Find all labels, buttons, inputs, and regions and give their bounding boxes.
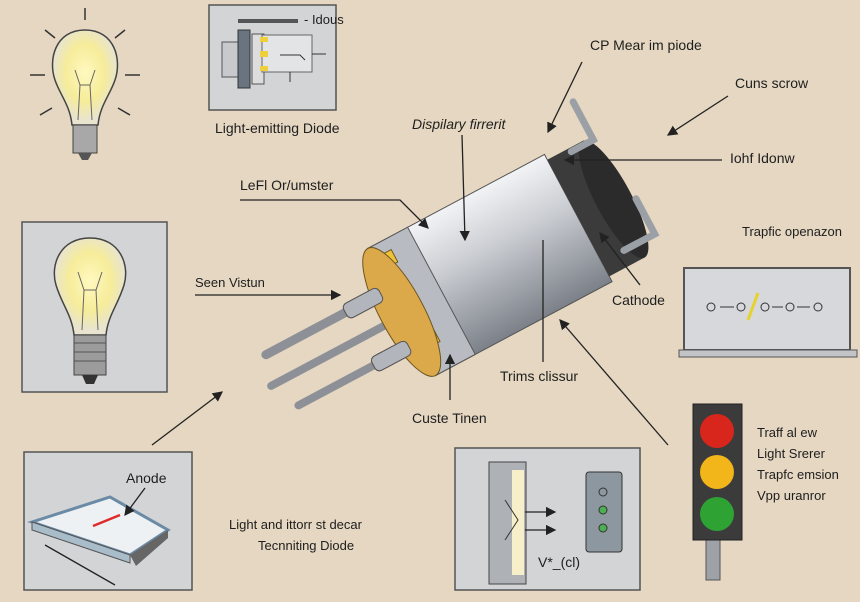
label-cathode: Cathode (612, 292, 665, 308)
led-schematic-panel: - Idous (208, 4, 344, 111)
traffic-text-3: Trapfc emsion (757, 467, 839, 482)
bulb-panel (21, 221, 168, 393)
traffic-text-1: Traff al ew (757, 425, 818, 440)
label-cp-mear: CP Mear im piode (590, 37, 702, 53)
leader-lines (151, 61, 729, 446)
label-left-or: LeFl Or/umster (240, 177, 334, 193)
bottom-caption-line1: Light and ittorr st decar (229, 517, 363, 532)
label-anode: Anode (126, 470, 167, 486)
traffic-text-2: Light Srerer (757, 446, 826, 461)
led-cylinder (261, 98, 660, 410)
bottom-caption-line2: Tecnniting Diode (258, 538, 354, 553)
label-seen-vistun: Seen Vistun (195, 275, 265, 290)
label-trapfic-openazon: Trapfic openazon (742, 224, 842, 239)
label-dispilary: Dispilary firrerit (412, 116, 506, 132)
label-trims: Trims clissur (500, 368, 578, 384)
label-custe: Custe Tinen (412, 410, 487, 426)
schematic-tag: - Idous (304, 12, 344, 27)
traffic-text-4: Vpp uranror (757, 488, 826, 503)
laptop-icon (678, 267, 858, 358)
circuit-label: V*_(cl) (538, 554, 580, 570)
circuit-panel: V*_(cl) (454, 447, 641, 591)
led-caption: Light-emitting Diode (215, 120, 340, 136)
label-iohf-idonw: Iohf Idonw (730, 150, 795, 166)
label-cuns-scrow: Cuns scrow (735, 75, 809, 91)
light-bulb-icon (30, 8, 140, 160)
traffic-light-icon (692, 403, 743, 581)
anode-panel: Anode (23, 451, 193, 591)
